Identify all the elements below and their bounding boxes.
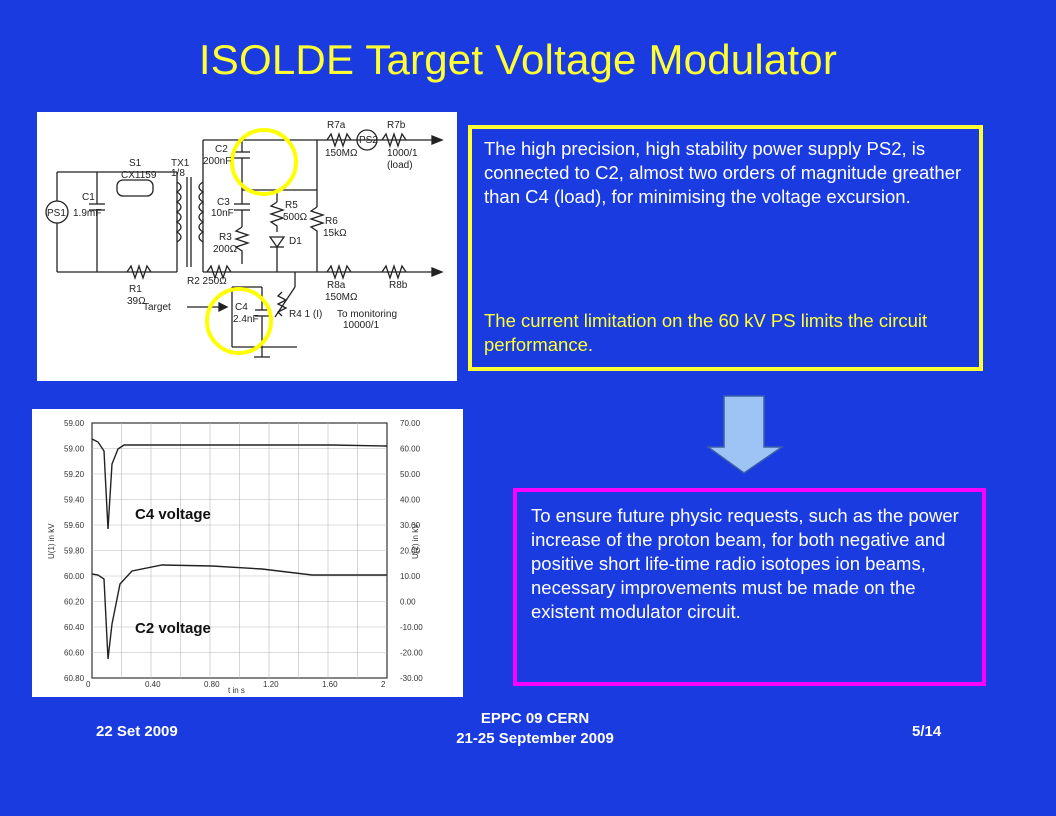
svg-text:S1: S1: [129, 158, 142, 169]
x-tick-label: 0.40: [145, 680, 161, 689]
left-tick-label: 59.00: [64, 419, 85, 428]
right-tick-label: 60.00: [400, 445, 421, 454]
c4-voltage-curve: [91, 438, 388, 530]
right-tick-label: 10.00: [400, 572, 421, 581]
voltage-plot: 59.00 59.00 59.20 59.40 59.60 59.80 60.00 60.20…: [32, 409, 463, 697]
right-tick-label: -30.00: [400, 674, 423, 683]
schematic-drawing: S1 CX1159 TX1 1/8 C1 1.9mF PS1 R1 39Ω C2…: [45, 120, 444, 358]
svg-text:C3: C3: [217, 197, 230, 208]
right-tick-label: 50.00: [400, 470, 421, 479]
footer-page-number: 5/14: [912, 723, 942, 740]
svg-text:C2: C2: [215, 144, 228, 155]
svg-text:150MΩ: 150MΩ: [325, 292, 358, 303]
slide-title: ISOLDE Target Voltage Modulator: [198, 36, 838, 83]
footer-conference-name: EPPC 09 CERN: [480, 710, 590, 727]
left-axis-label: U(1) in kV: [47, 523, 56, 559]
svg-text:CX1159: CX1159: [121, 170, 157, 181]
svg-text:R3: R3: [219, 232, 232, 243]
down-arrow-icon: [706, 395, 784, 474]
right-tick-label: 30.00: [400, 521, 421, 530]
svg-text:To monitoring: To monitoring: [337, 309, 397, 320]
left-tick-label: 60.00: [64, 572, 85, 581]
svg-text:(load): (load): [387, 160, 413, 171]
left-tick-label: 60.80: [64, 674, 85, 683]
svg-text:C1: C1: [82, 192, 95, 203]
svg-text:TX1: TX1: [171, 158, 190, 169]
svg-text:200Ω: 200Ω: [213, 244, 238, 255]
right-tick-label: 0.00: [400, 598, 416, 607]
svg-text:PS2: PS2: [359, 135, 378, 146]
highlight-c2-circle: [230, 128, 298, 196]
svg-text:500Ω: 500Ω: [283, 212, 308, 223]
right-tick-label: -10.00: [400, 623, 423, 632]
svg-text:R4 1 (I): R4 1 (I): [289, 309, 322, 320]
svg-text:10000/1: 10000/1: [343, 320, 380, 331]
c2-voltage-curve: [91, 564, 387, 660]
left-tick-label: 59.80: [64, 547, 85, 556]
left-tick-label: 59.00: [64, 445, 85, 454]
x-tick-label: 0.80: [204, 680, 220, 689]
footer-conference: EPPC 09 CERN 21-25 September 2009: [0, 709, 1056, 749]
svg-text:D1: D1: [289, 236, 302, 247]
x-tick-label: 1.20: [263, 680, 279, 689]
left-tick-label: 60.60: [64, 649, 85, 658]
info-paragraph-ps2: The high precision, high stability power…: [484, 138, 962, 207]
svg-text:200nF: 200nF: [203, 156, 231, 167]
svg-text:150MΩ: 150MΩ: [325, 148, 358, 159]
highlight-c4-circle: [205, 287, 273, 355]
svg-text:R7a: R7a: [327, 120, 346, 131]
svg-text:15kΩ: 15kΩ: [323, 228, 347, 239]
svg-text:R7b: R7b: [387, 120, 406, 131]
x-tick-label: 1.60: [322, 680, 338, 689]
x-axis-label: t in s: [228, 686, 245, 695]
svg-text:1/8: 1/8: [171, 168, 185, 179]
right-tick-label: -20.00: [400, 649, 423, 658]
info-paragraph-current-limitation: The current limitation on the 60 kV PS l…: [484, 310, 928, 355]
left-tick-label: 60.20: [64, 598, 85, 607]
svg-text:R2 250Ω: R2 250Ω: [187, 276, 227, 287]
right-tick-label: 40.00: [400, 496, 421, 505]
svg-text:39Ω: 39Ω: [127, 296, 146, 307]
right-axis-label: U(2) in kV: [411, 523, 420, 559]
circuit-schematic: S1 CX1159 TX1 1/8 C1 1.9mF PS1 R1 39Ω C2…: [37, 112, 457, 381]
left-tick-label: 59.40: [64, 496, 85, 505]
svg-text:R8b: R8b: [389, 280, 408, 291]
voltage-plot-drawing: 59.00 59.00 59.20 59.40 59.60 59.80 60.00 60.20…: [47, 419, 423, 695]
svg-text:R6: R6: [325, 216, 338, 227]
svg-text:R1: R1: [129, 284, 142, 295]
svg-text:1.9mF: 1.9mF: [73, 208, 101, 219]
right-tick-label: 20.00: [400, 547, 421, 556]
improvement-box: To ensure future physic requests, such a…: [513, 488, 986, 686]
left-tick-label: 59.20: [64, 470, 85, 479]
left-tick-label: 60.40: [64, 623, 85, 632]
svg-text:10nF: 10nF: [211, 208, 234, 219]
x-tick-label: 2: [381, 680, 386, 689]
footer-date: 22 Set 2009: [96, 723, 178, 740]
svg-text:R8a: R8a: [327, 280, 346, 291]
svg-text:PS1: PS1: [47, 208, 66, 219]
right-tick-label: 70.00: [400, 419, 421, 428]
improvement-text: To ensure future physic requests, such a…: [531, 505, 959, 622]
svg-text:Target: Target: [143, 302, 171, 313]
svg-text:C4: C4: [235, 302, 248, 313]
x-tick-label: 0: [86, 680, 91, 689]
left-tick-label: 59.60: [64, 521, 85, 530]
svg-text:2.4nF: 2.4nF: [233, 314, 259, 325]
info-box-ps2: The high precision, high stability power…: [468, 125, 983, 371]
footer-conference-dates: 21-25 September 2009: [456, 730, 614, 747]
svg-text:R5: R5: [285, 200, 298, 211]
label-c4-voltage: C4 voltage: [135, 506, 211, 523]
label-c2-voltage: C2 voltage: [135, 620, 211, 637]
svg-text:1000/1: 1000/1: [387, 148, 418, 159]
